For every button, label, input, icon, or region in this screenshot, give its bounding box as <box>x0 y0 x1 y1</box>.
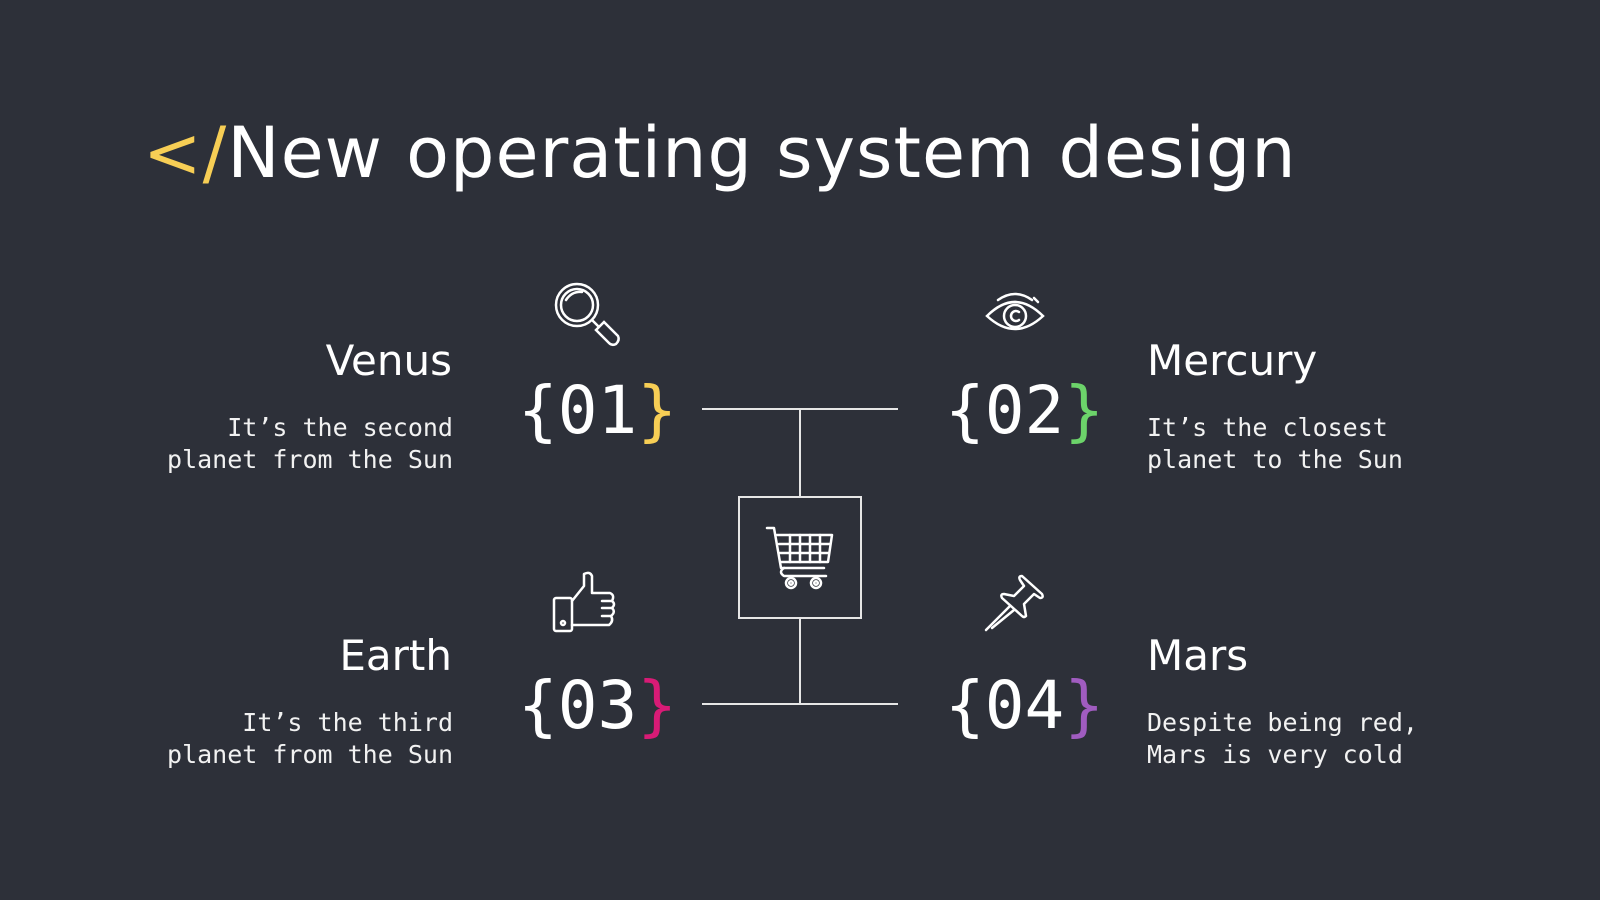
number: 01 <box>557 372 638 449</box>
item-number-04: {04} <box>945 667 1104 744</box>
number: 02 <box>984 372 1065 449</box>
eye-icon <box>985 292 1045 331</box>
connector-top-vertical <box>799 408 801 497</box>
number: 03 <box>557 667 638 744</box>
brace-open: { <box>945 372 985 449</box>
item-name-venus: Venus <box>325 336 452 385</box>
item-desc-venus: It’s the second planet from the Sun <box>167 413 453 474</box>
item-name-earth: Earth <box>339 631 452 680</box>
connector-bottom <box>702 703 898 705</box>
magnifier-icon <box>554 282 620 347</box>
item-number-03: {03} <box>518 667 677 744</box>
title-prefix: </ <box>143 112 228 194</box>
brace-close: } <box>1064 372 1104 449</box>
brace-close: } <box>1064 667 1104 744</box>
item-name-mercury: Mercury <box>1147 336 1318 385</box>
shopping-cart-icon <box>765 526 834 590</box>
brace-close: } <box>637 372 677 449</box>
brace-open: { <box>518 667 558 744</box>
brace-open: { <box>945 667 985 744</box>
slide-title: </New operating system design <box>143 112 1297 194</box>
item-number-01: {01} <box>518 372 677 449</box>
item-desc-earth: It’s the third planet from the Sun <box>167 708 453 769</box>
item-number-02: {02} <box>945 372 1104 449</box>
thumbs-up-icon <box>552 571 616 633</box>
item-desc-mercury: It’s the closest planet to the Sun <box>1147 413 1403 474</box>
pushpin-icon <box>984 574 1044 632</box>
connector-bottom-vertical <box>799 618 801 704</box>
item-desc-mars: Despite being red, Mars is very cold <box>1147 708 1418 769</box>
brace-close: } <box>637 667 677 744</box>
number: 04 <box>984 667 1065 744</box>
item-name-mars: Mars <box>1147 631 1249 680</box>
title-text: New operating system design <box>227 112 1297 194</box>
brace-open: { <box>518 372 558 449</box>
